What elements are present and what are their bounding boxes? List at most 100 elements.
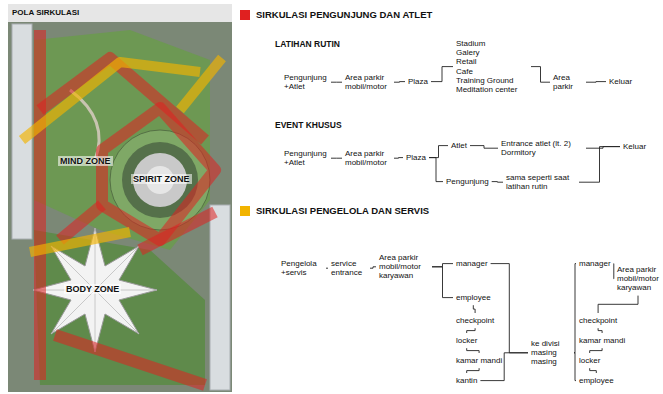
step-text: Retail: [456, 57, 528, 66]
flow-step: manager: [578, 258, 612, 269]
flow-step: Pengunjung: [445, 176, 490, 187]
step-text: Entrance atlet (lt. 2): [501, 139, 583, 148]
step-text: Pengunjung: [446, 177, 489, 186]
flow-step: Area parkir mobil/motor karyawan: [378, 252, 430, 282]
flow-step: Pengunjung +Atlet: [283, 148, 329, 168]
flow-connector: [467, 368, 479, 373]
step-text: Training Ground: [456, 76, 528, 85]
flow-step: Area parkir mobil/motor: [344, 72, 392, 92]
step-text: manager: [579, 259, 611, 268]
flow-connector: [370, 267, 376, 268]
flow-connector: [574, 264, 576, 353]
step-text: Keluar: [609, 77, 632, 86]
flow-step: Atlet: [450, 140, 468, 151]
flow-step: Pengelola +servis: [280, 258, 324, 278]
step-text: sama seperti saat latihan rutin: [506, 173, 576, 191]
flow-connector: [467, 348, 479, 353]
flow-connector: [590, 368, 597, 373]
step-text: Area parkir mobil/motor karyawan: [617, 265, 659, 293]
step-text: employee: [579, 376, 614, 385]
flow-step: kamar mandi: [455, 355, 503, 366]
step-text: ke divisi masing masing: [531, 339, 571, 367]
step-text: manager: [456, 259, 488, 268]
section-heading: LATIHAN RUTIN: [275, 39, 340, 49]
flow-step: employee: [578, 375, 615, 386]
flow-connector: [586, 81, 606, 83]
flow-step: locker: [455, 335, 478, 346]
flow-connector: [598, 328, 602, 333]
flow-connector: [431, 67, 453, 82]
flow-step: Area parkir mobil/motor: [344, 148, 392, 168]
flow-connector: [613, 264, 614, 279]
step-text: locker: [456, 336, 477, 345]
flow-connector: [429, 158, 443, 182]
step-text: Pengelola +servis: [281, 259, 323, 277]
flow-connector: [579, 147, 620, 183]
flow-connector: [394, 81, 405, 83]
flow-connector: [470, 146, 498, 149]
legend-text: SIRKULASI PENGUNJUNG DAN ATLET: [256, 9, 432, 20]
flow-connector: [331, 82, 342, 83]
diagram-title: POLA SIRKULASI: [12, 8, 79, 17]
step-text: Keluar: [623, 142, 646, 151]
flow-connector: [531, 67, 550, 83]
section-heading: EVENT KHUSUS: [275, 120, 342, 130]
step-text: Plaza: [408, 77, 428, 86]
flow-step: kamar mandi: [578, 335, 626, 346]
flow-step: sama seperti saat latihan rutin: [505, 172, 577, 192]
step-text: service entrance: [331, 259, 367, 277]
flow-connector: [394, 157, 403, 159]
flow-connector: [326, 268, 328, 269]
step-text: employee: [456, 293, 491, 302]
flow-step: Keluar: [622, 141, 647, 152]
zone-label: MIND ZONE: [58, 156, 113, 166]
legend-swatch: [240, 206, 250, 216]
flow-step: ke divisi masing masing: [530, 338, 572, 368]
flow-step: Plaza: [407, 76, 429, 87]
flow-step: Entrance atlet (lt. 2)Dormitory: [500, 138, 584, 158]
flow-connector: [598, 296, 638, 313]
step-text: kantin: [456, 376, 477, 385]
step-text: Galery: [456, 48, 528, 57]
flow-step: Area parkir mobil/motor karyawan: [616, 264, 660, 294]
step-text: kamar mandi: [456, 356, 502, 365]
legend-text: SIRKULASI PENGELOLA DAN SERVIS: [256, 205, 429, 216]
flow-step: checkpoint: [455, 315, 495, 326]
flow-step: kantin: [455, 375, 478, 386]
flow-step: Keluar: [608, 76, 633, 87]
legend-swatch: [240, 10, 250, 20]
step-text: checkpoint: [579, 316, 617, 325]
step-text: kamar mandi: [579, 336, 625, 345]
legend-item: SIRKULASI PENGUNJUNG DAN ATLET: [240, 9, 432, 20]
step-text: Meditation center: [456, 85, 528, 94]
flow-step: manager: [455, 258, 489, 269]
step-text: Area parkir mobil/motor: [345, 73, 391, 91]
flow-connector: [467, 328, 475, 333]
flow-connector: [574, 353, 576, 381]
step-text: Stadium: [456, 39, 528, 48]
flow-step: StadiumGaleryRetailCafeTraining GroundMe…: [455, 38, 529, 95]
zone-label: SPIRIT ZONE: [131, 174, 192, 184]
flow-step: Area parkir: [552, 72, 584, 92]
legend-item: SIRKULASI PENGELOLA DAN SERVIS: [240, 205, 429, 216]
flow-step: Pengunjung +Atlet: [283, 72, 329, 92]
step-text: Area parkir mobil/motor karyawan: [379, 253, 429, 281]
step-text: locker: [579, 356, 600, 365]
step-text: Pengunjung +Atlet: [284, 73, 328, 91]
flow-connector: [331, 158, 342, 159]
flow-connector: [492, 181, 503, 183]
step-text: Dormitory: [501, 148, 583, 157]
step-text: Atlet: [451, 141, 467, 150]
flow-connector: [432, 264, 453, 267]
zone-label: BODY ZONE: [64, 284, 121, 294]
step-text: Cafe: [456, 67, 528, 76]
step-text: checkpoint: [456, 316, 494, 325]
flow-step: service entrance: [330, 258, 368, 278]
flow-step: checkpoint: [578, 315, 618, 326]
step-text: Pengunjung +Atlet: [284, 149, 328, 167]
flow-connector: [491, 264, 528, 353]
step-text: Area parkir: [553, 73, 583, 91]
